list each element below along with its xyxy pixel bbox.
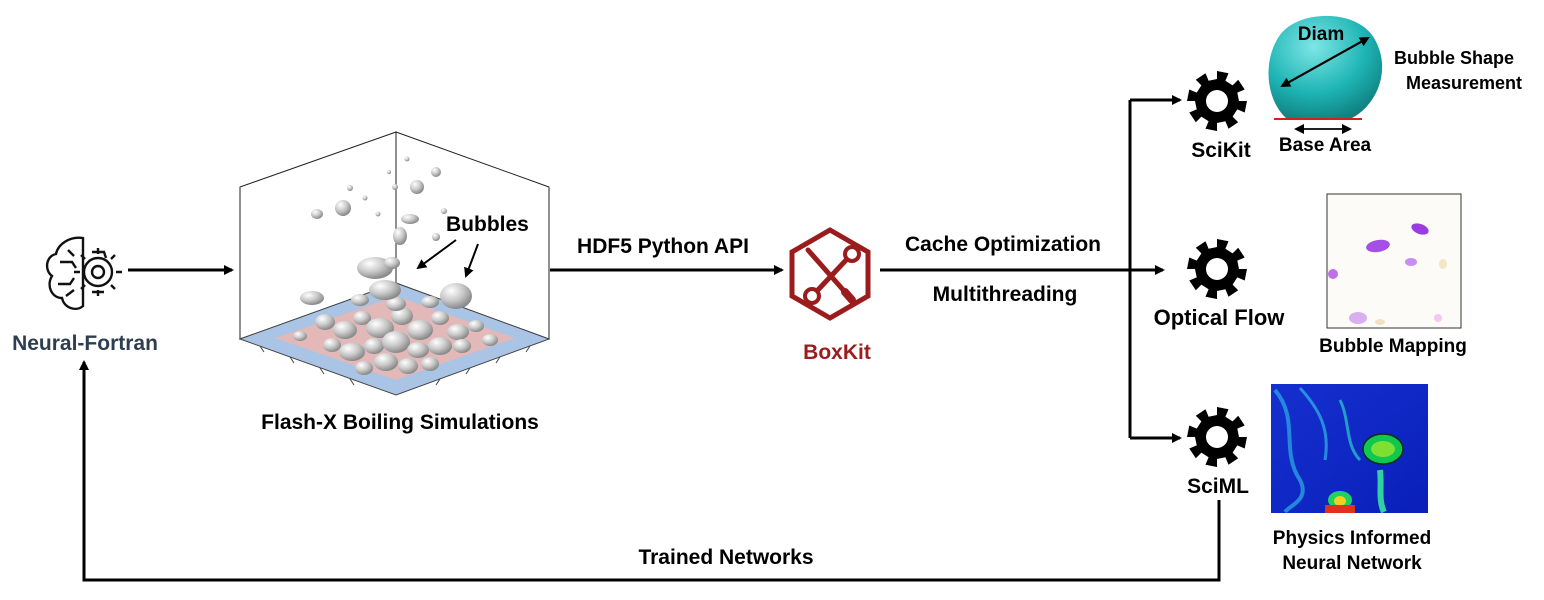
diam-label: Diam xyxy=(1297,24,1345,45)
bubble-shape-label-line2: Measurement xyxy=(1405,73,1523,93)
flashx-label: Flash-X Boiling Simulations xyxy=(261,411,539,434)
neural-fortran-label: Neural-Fortran xyxy=(12,332,158,355)
neural-fortran-icon xyxy=(45,236,122,310)
cache-optimization-label: Cache Optimization xyxy=(904,233,1102,256)
sciml-label: SciML xyxy=(1187,475,1249,498)
scikit-label: SciKit xyxy=(1191,139,1251,162)
optical-flow-label: Optical Flow xyxy=(1153,305,1285,330)
base-area-label: Base Area xyxy=(1278,135,1372,156)
boxkit-icon xyxy=(789,227,871,321)
multithreading-label: Multithreading xyxy=(932,283,1078,306)
sciml-gear-icon xyxy=(1187,407,1247,467)
pinn-field-image xyxy=(1271,384,1428,514)
flashx-simulation-image xyxy=(238,131,551,396)
scikit-gear-icon xyxy=(1187,71,1247,131)
pinn-label-line2: Neural Network xyxy=(1282,553,1422,574)
pinn-label-line1: Physics Informed xyxy=(1272,528,1432,549)
bubble-mapping-label: Bubble Mapping xyxy=(1319,336,1467,357)
boxkit-label: BoxKit xyxy=(803,341,871,364)
bubble-shape-image xyxy=(1268,15,1383,134)
bubble-mapping-image xyxy=(1326,193,1462,329)
bubble-shape-label-line1: Bubble Shape xyxy=(1393,48,1515,68)
optical-flow-gear-icon xyxy=(1187,239,1247,299)
trained-networks-label: Trained Networks xyxy=(638,546,814,569)
bubbles-label: Bubbles xyxy=(446,213,529,236)
hdf5-label: HDF5 Python API xyxy=(577,235,749,258)
